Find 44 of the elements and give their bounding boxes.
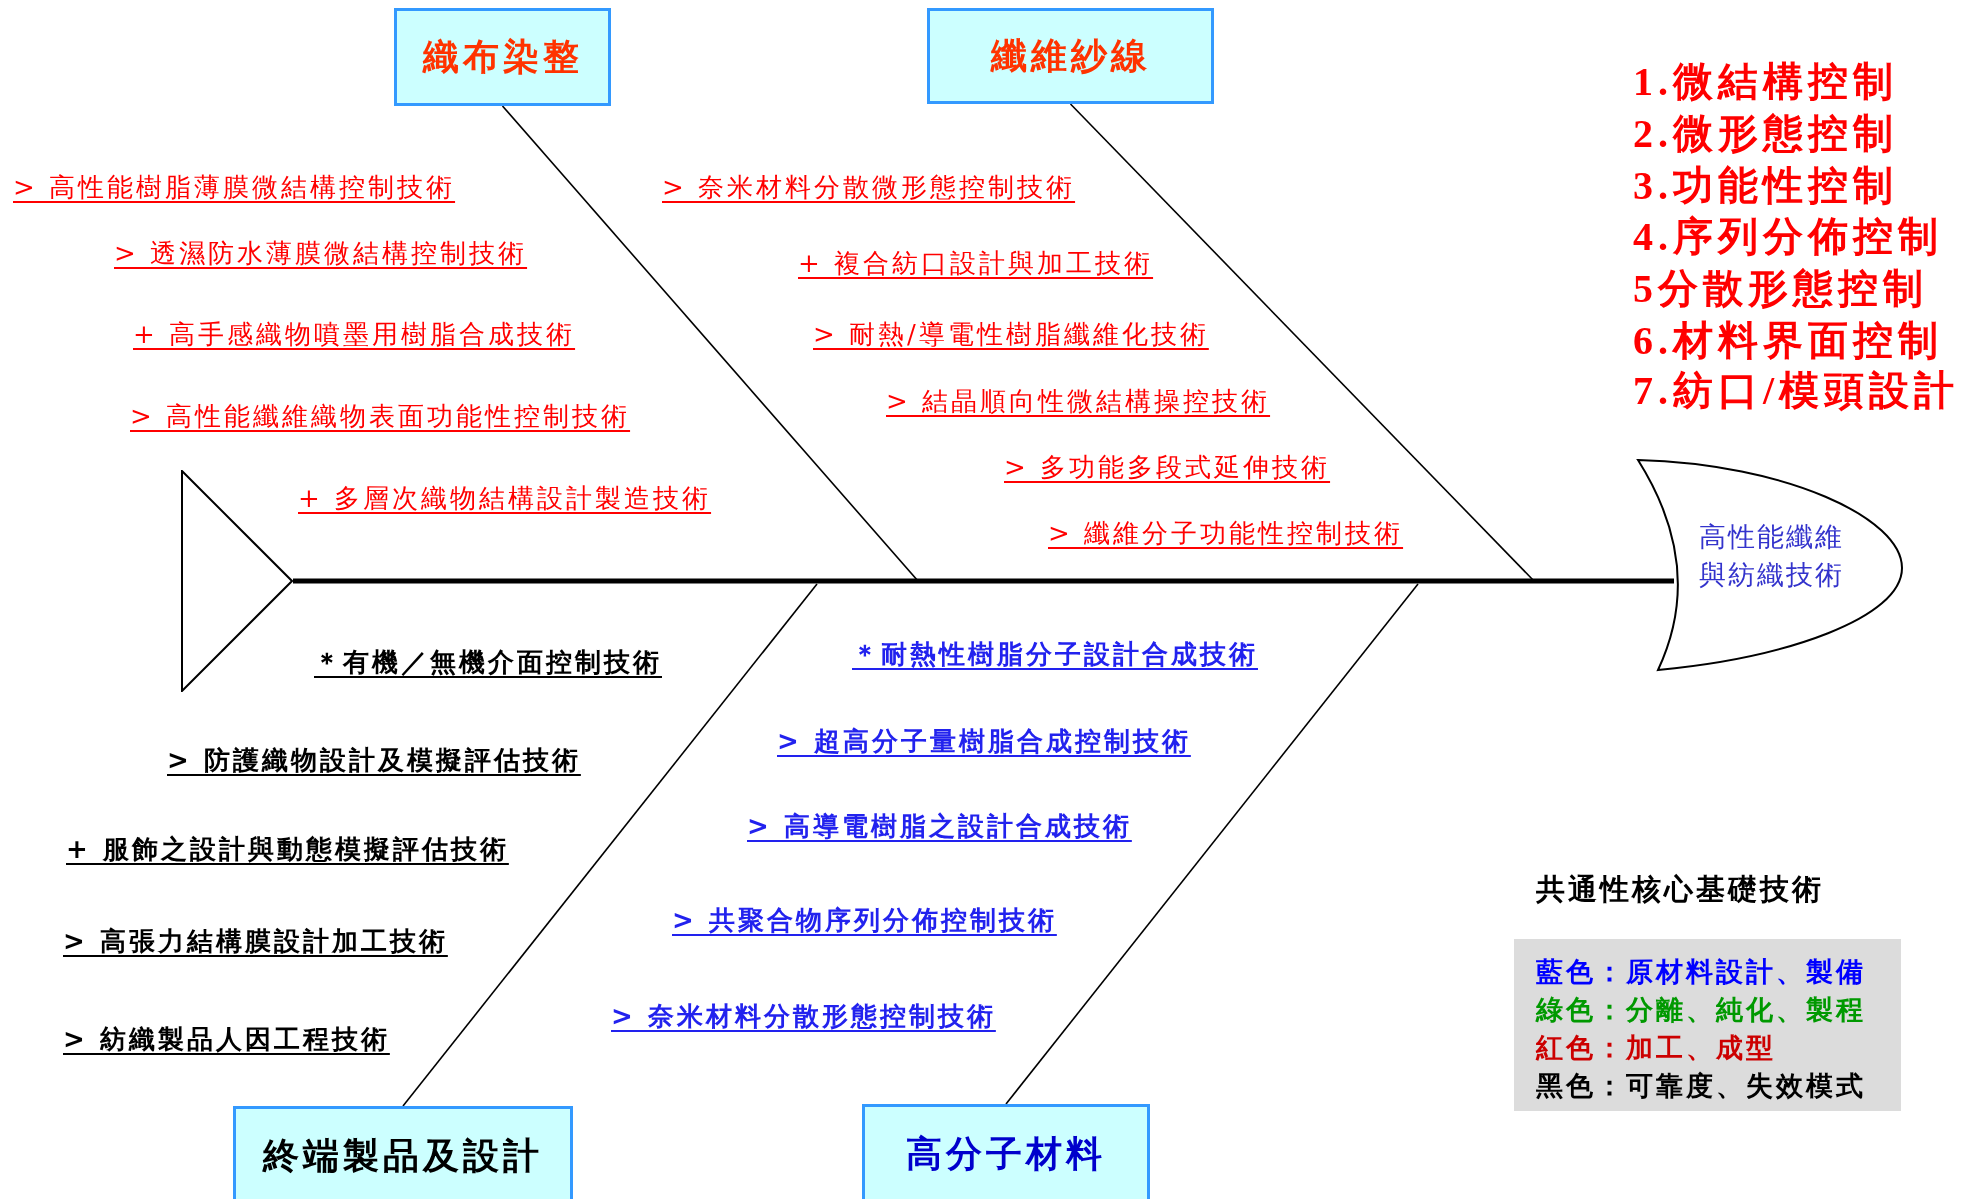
numbered-item: 2.微形態控制 — [1633, 110, 1898, 158]
numbered-item: 1.微結構控制 — [1633, 58, 1898, 106]
technology-item: > 高性能纖維織物表面功能性控制技術 — [130, 400, 631, 432]
technology-item: > 防護織物設計及模擬評估技術 — [167, 744, 581, 776]
technology-item: > 透濕防水薄膜微結構控制技術 — [114, 237, 528, 269]
bone-line — [1069, 103, 1535, 582]
technology-item: > 奈米材料分散微形態控制技術 — [662, 171, 1076, 203]
category-box: 高分子材料 — [862, 1104, 1150, 1199]
spine-line — [293, 578, 1674, 584]
numbered-item: 5分散形態控制 — [1633, 265, 1928, 313]
bone-line — [402, 583, 818, 1107]
legend-title: 共通性核心基礎技術 — [1536, 871, 1824, 907]
category-box: 終端製品及設計 — [233, 1106, 573, 1199]
numbered-item: 3.功能性控制 — [1633, 162, 1898, 210]
category-box: 織布染整 — [394, 8, 611, 106]
bone-line — [1005, 583, 1419, 1105]
technology-item: + 服飾之設計與動態模擬評估技術 — [66, 833, 509, 865]
technology-item: + 高手感織物噴墨用樹脂合成技術 — [133, 318, 576, 350]
technology-item: > 耐熱/導電性樹脂纖維化技術 — [813, 318, 1209, 350]
bone-line — [501, 105, 919, 582]
technology-item: > 共聚合物序列分佈控制技術 — [672, 904, 1057, 936]
technology-item: > 多功能多段式延伸技術 — [1004, 451, 1331, 483]
technology-item: > 奈米材料分散形態控制技術 — [611, 1000, 996, 1032]
numbered-item: 4.序列分佈控制 — [1633, 213, 1943, 261]
technology-item: > 高性能樹脂薄膜微結構控制技術 — [13, 171, 456, 203]
technology-item: > 纖維分子功能性控制技術 — [1048, 517, 1404, 549]
legend-line: 黑色：可靠度、失效模式 — [1536, 1069, 1866, 1103]
technology-item: + 複合紡口設計與加工技術 — [798, 247, 1154, 279]
technology-item: > 高張力結構膜設計加工技術 — [63, 925, 448, 957]
category-box: 纖維紗線 — [927, 8, 1214, 104]
legend-line: 綠色：分離、純化、製程 — [1536, 993, 1866, 1027]
technology-item: ＊有機／無機介面控制技術 — [314, 646, 662, 678]
tail-triangle — [181, 470, 293, 692]
numbered-item: 6.材料界面控制 — [1633, 317, 1943, 365]
legend-line: 紅色：加工、成型 — [1536, 1031, 1776, 1065]
numbered-item: 7.紡口/模頭設計 — [1633, 367, 1960, 415]
technology-item: > 超高分子量樹脂合成控制技術 — [777, 725, 1191, 757]
technology-item: > 結晶順向性微結構操控技術 — [886, 385, 1271, 417]
technology-item: > 紡織製品人因工程技術 — [63, 1023, 390, 1055]
technology-item: ＊耐熱性樹脂分子設計合成技術 — [852, 638, 1258, 670]
legend-line: 藍色：原材料設計、製備 — [1536, 955, 1866, 989]
head-label: 高性能纖維與紡織技術 — [1697, 520, 1845, 592]
technology-item: + 多層次織物結構設計製造技術 — [298, 482, 712, 514]
technology-item: > 高導電樹脂之設計合成技術 — [747, 810, 1132, 842]
